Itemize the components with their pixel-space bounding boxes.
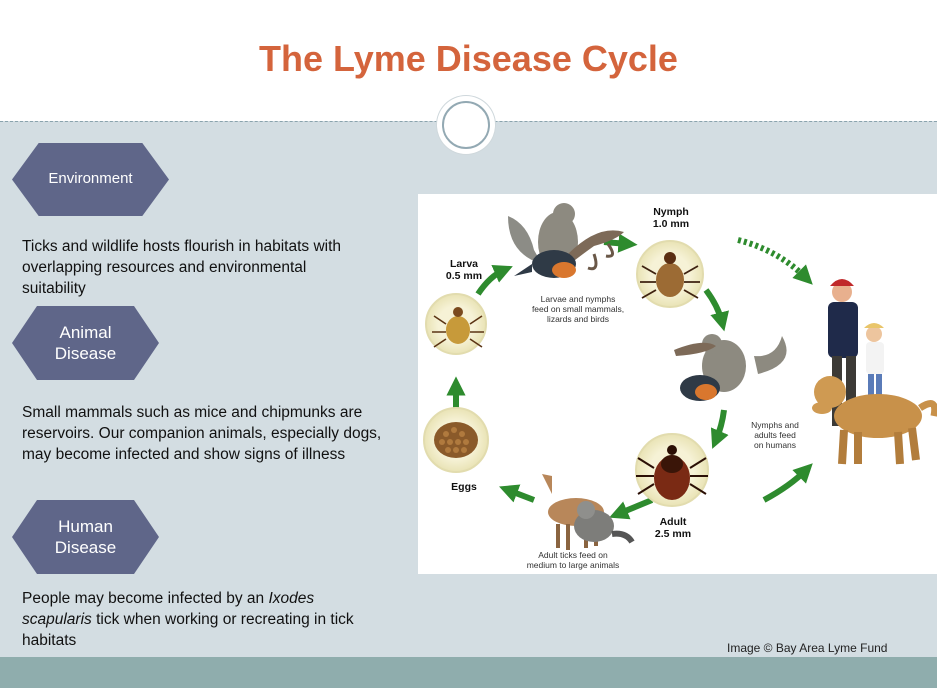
- footer-bar: [0, 657, 937, 688]
- environment-text: Ticks and wildlife hosts flourish in hab…: [22, 236, 352, 299]
- large-hosts-note: Adult ticks feed on medium to large anim…: [510, 550, 636, 570]
- small-hosts-note-line2: feed on small mammals,: [518, 304, 638, 314]
- arrow-adult-to-humans: [764, 470, 806, 500]
- animal-disease-heading-line1: Animal: [60, 322, 112, 343]
- adult-tick-icon: [636, 434, 708, 506]
- nymph-size: 1.0 mm: [646, 218, 696, 230]
- larva-label-name: Larva: [442, 258, 486, 270]
- nymph-label: Nymph1.0 mm: [646, 206, 696, 230]
- large-hosts-note-line2: medium to large animals: [510, 560, 636, 570]
- nymph-label-name: Nymph: [646, 206, 696, 218]
- human-disease-heading-line2: Disease: [55, 537, 116, 558]
- humans-note-line3: on humans: [742, 440, 808, 450]
- small-hosts-note-line3: lizards and birds: [518, 314, 638, 324]
- humans-note-line2: adults feed: [742, 430, 808, 440]
- arrow-nymph-to-humans: [738, 240, 806, 278]
- bird-icon-right: [680, 375, 720, 401]
- human-disease-text-start: People may become infected by an: [22, 590, 268, 607]
- larva-size: 0.5 mm: [442, 270, 486, 282]
- adult-label-name: Adult: [648, 516, 698, 528]
- slide-title: The Lyme Disease Cycle: [0, 38, 937, 80]
- humans-note-line1: Nymphs and: [742, 420, 808, 430]
- eggs-icon: [424, 408, 488, 472]
- adult-label: Adult2.5 mm: [648, 516, 698, 540]
- environment-heading-text: Environment: [48, 170, 132, 189]
- nymph-tick-icon: [637, 241, 703, 307]
- animal-disease-text: Small mammals such as mice and chipmunks…: [22, 402, 402, 465]
- human-disease-text: People may become infected by an Ixodes …: [22, 588, 372, 651]
- cycle-arrows: [456, 240, 806, 514]
- animal-disease-heading-line2: Disease: [55, 343, 116, 364]
- image-credit: Image © Bay Area Lyme Fund: [727, 641, 887, 655]
- eggs-label: Eggs: [444, 481, 484, 493]
- small-hosts-note: Larvae and nymphs feed on small mammals,…: [518, 294, 638, 324]
- arrow-hosts-to-nymph: [604, 242, 628, 244]
- human-disease-heading: Human Disease: [12, 500, 159, 574]
- large-hosts-note-line1: Adult ticks feed on: [510, 550, 636, 560]
- lifecycle-diagram: Larva0.5 mm Nymph1.0 mm Adult2.5 mm Eggs…: [418, 194, 937, 574]
- larva-tick-icon: [426, 294, 486, 354]
- small-hosts-note-line1: Larvae and nymphs: [518, 294, 638, 304]
- animal-disease-heading: Animal Disease: [12, 306, 159, 380]
- arrow-squirrel-to-adult: [716, 410, 724, 440]
- adult-size: 2.5 mm: [648, 528, 698, 540]
- arrow-deer-to-eggs: [508, 490, 534, 500]
- environment-heading: Environment: [12, 143, 169, 216]
- arrow-nymph-to-squirrel: [706, 290, 722, 322]
- human-disease-heading-line1: Human: [58, 516, 113, 537]
- raccoon-icon: [574, 501, 632, 542]
- humans-note: Nymphs and adults feed on humans: [742, 420, 808, 450]
- arrow-adult-to-deer: [618, 500, 652, 514]
- circle-ornament-icon: [437, 96, 495, 154]
- larva-label: Larva0.5 mm: [442, 258, 486, 282]
